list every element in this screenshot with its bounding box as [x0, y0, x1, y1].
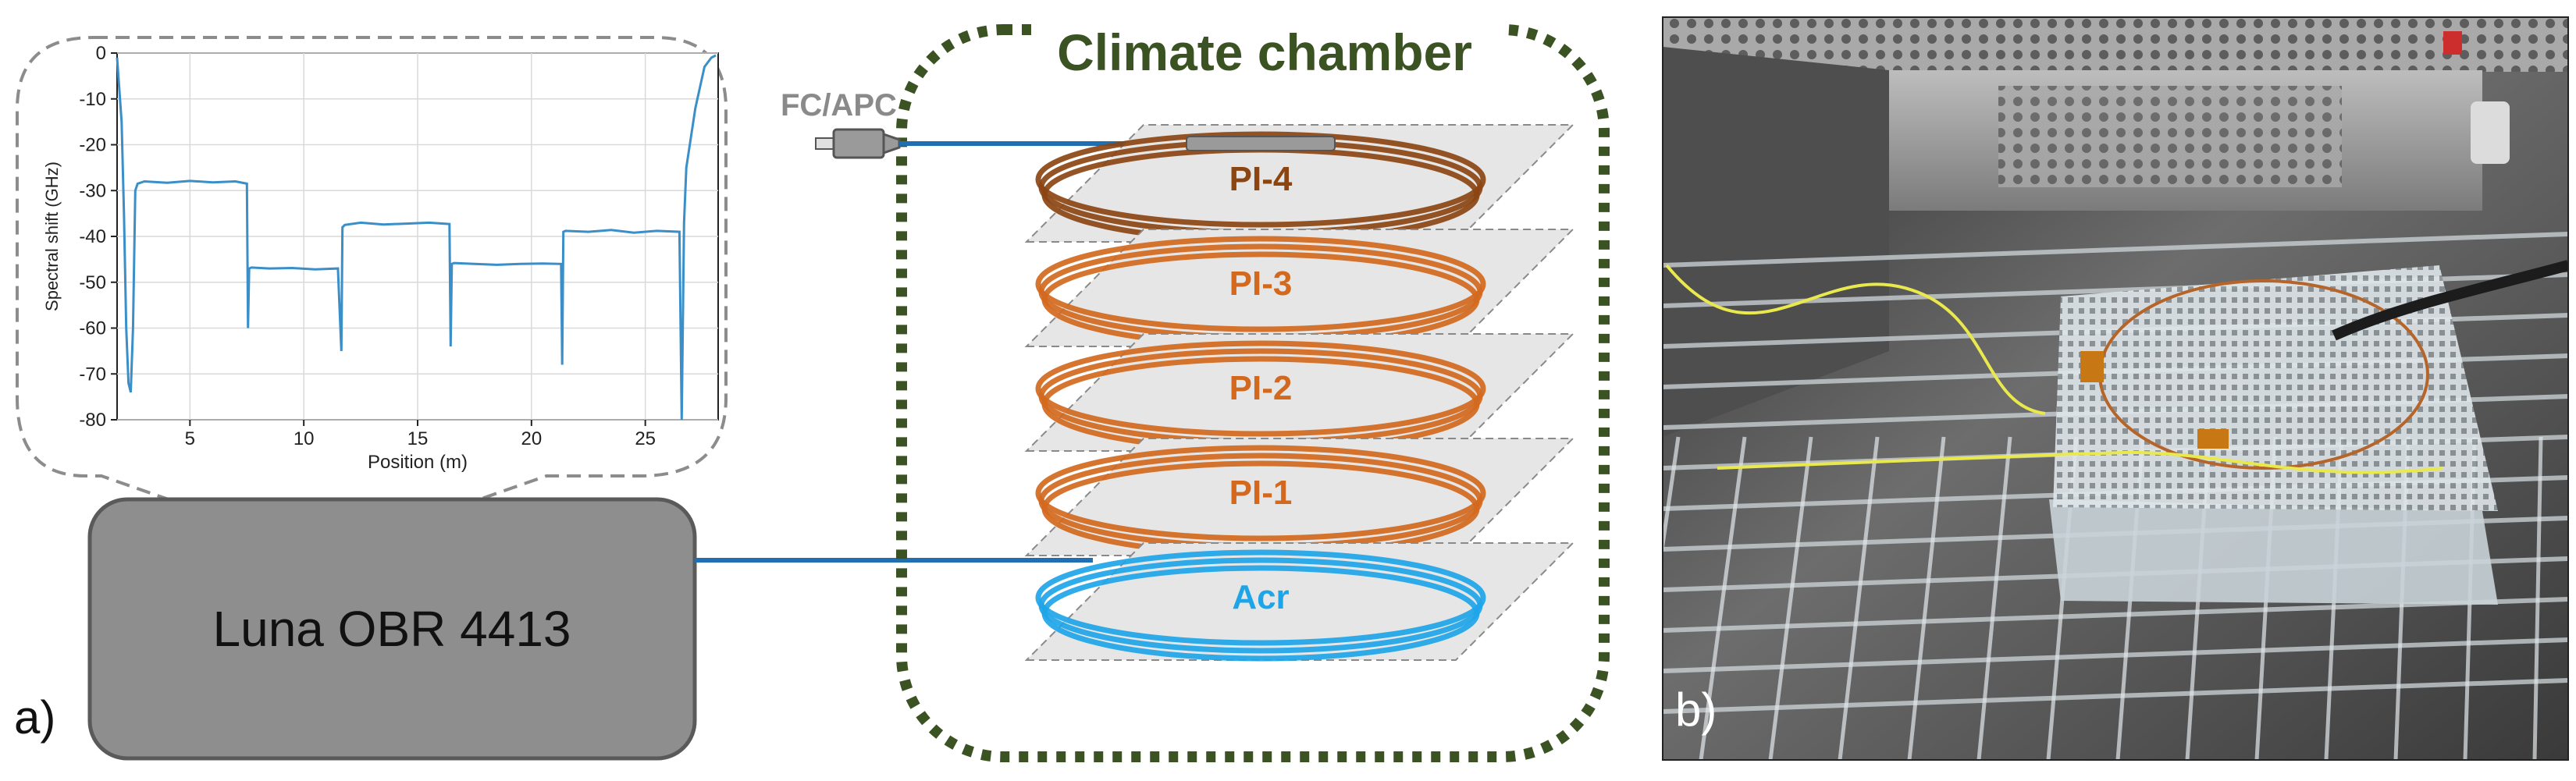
rack-bar-vertical — [1663, 436, 1681, 559]
y-tick-label: -40 — [79, 226, 106, 247]
rack-bar-vertical — [1768, 436, 1813, 760]
y-tick-label: -30 — [79, 180, 106, 201]
photo-fitting — [2471, 101, 2510, 164]
photo-frame — [1662, 16, 2569, 761]
coil-label: PI-4 — [1229, 160, 1293, 198]
connector-body — [832, 128, 885, 159]
fiber-coil — [1035, 445, 1486, 557]
coil-turn — [1035, 131, 1486, 228]
photo-yellow-fiber-1 — [1665, 264, 2046, 415]
x-tick-label: 5 — [185, 428, 195, 449]
coil-turn — [1035, 340, 1486, 437]
y-tick-label: 0 — [96, 43, 106, 64]
instrument-label: Luna OBR 4413 — [213, 601, 571, 657]
x-tick-label: 20 — [521, 428, 542, 449]
spectral-shift-plot: 5 10 15 20 25 0 -10 -20 -30 -40 -50 -60 -70 -80 Posit… — [42, 43, 719, 473]
coil-layer-pi-2: PI-2 — [1024, 333, 1575, 453]
rack-bar-vertical — [1907, 436, 1946, 760]
climate-chamber-title-bg — [1038, 22, 1507, 76]
coil-label: PI-2 — [1229, 369, 1293, 407]
plot-grid — [117, 52, 718, 421]
coil-layer-pi-3: PI-3 — [1024, 229, 1575, 348]
photo-red-clamp — [2443, 31, 2462, 55]
y-tick-label: -50 — [79, 272, 106, 293]
connector-boot — [882, 132, 901, 155]
x-tick-label: 10 — [294, 428, 315, 449]
photo-kapton-tape-1 — [2080, 351, 2104, 382]
photo-kapton-tape-2 — [2197, 429, 2229, 449]
rack-bar-horizontal — [1663, 678, 2568, 714]
coil-layer-acr: Acr — [1024, 542, 1575, 662]
coil-label: PI-3 — [1229, 264, 1293, 303]
rack-bar-vertical — [2532, 436, 2543, 760]
rack-bar-horizontal — [1663, 637, 2568, 673]
fiber-coil — [1035, 549, 1486, 662]
instrument-box — [87, 497, 697, 761]
coil-label: Acr — [1232, 578, 1289, 616]
photo-climate-chamber: b) — [1662, 16, 2569, 761]
coil-turn — [1035, 236, 1486, 332]
y-tick-label: -60 — [79, 318, 106, 339]
rack-bar-vertical — [1699, 436, 1747, 760]
coil-turn — [1035, 445, 1486, 541]
rack-bar-horizontal — [1663, 597, 2568, 633]
plot-ticks: 5 10 15 20 25 0 -10 -20 -30 -40 -50 -60 -70 -80 — [79, 43, 656, 449]
coil-turn — [1041, 565, 1480, 662]
rack-bar-vertical — [1976, 436, 2012, 760]
coil-layer-pi-1: PI-1 — [1024, 438, 1575, 557]
plot-callout-frame — [16, 36, 728, 505]
x-tick-label: 15 — [407, 428, 429, 449]
fiber-sensor-tube — [1186, 136, 1336, 151]
photo-black-cable — [2332, 260, 2568, 341]
photo-plate-stack-side — [2049, 499, 2498, 605]
connector-ferrule — [815, 137, 836, 150]
climate-chamber-title: Climate chamber — [1057, 23, 1472, 81]
coil-turn — [1038, 557, 1483, 654]
coil-label: PI-1 — [1229, 474, 1293, 512]
x-tick-label: 25 — [635, 428, 656, 449]
connector-label: FC/APC — [781, 88, 897, 122]
photo-yellow-fiber-2 — [1717, 450, 2444, 474]
rack-bar-horizontal — [1663, 232, 2568, 268]
y-tick-label: -80 — [79, 410, 106, 431]
photo-back-mesh — [1998, 86, 2342, 187]
panel-label-b: b) — [1675, 683, 1717, 736]
series-line — [116, 54, 717, 421]
rack-bar-vertical — [1838, 436, 1880, 760]
y-tick-label: -10 — [79, 89, 106, 110]
y-tick-label: -20 — [79, 135, 106, 156]
panel-label-a: a) — [14, 691, 55, 744]
y-tick-label: -70 — [79, 364, 106, 385]
y-axis-label: Spectral shift (GHz) — [42, 162, 62, 311]
x-axis-label: Position (m) — [368, 452, 468, 473]
coil-turn — [1035, 549, 1486, 646]
